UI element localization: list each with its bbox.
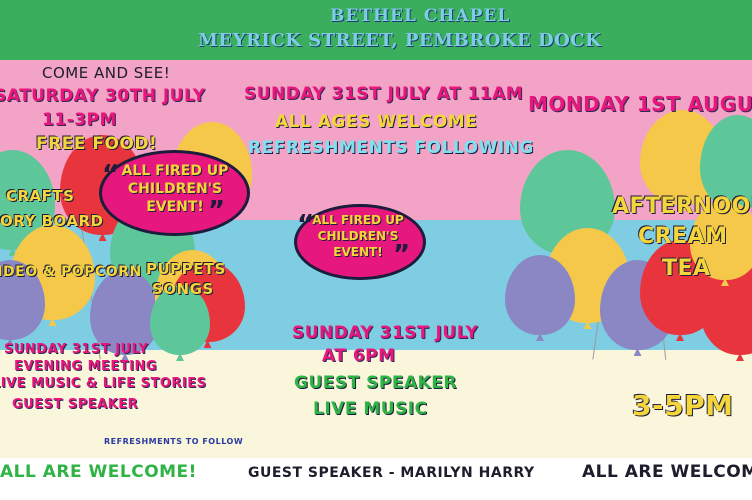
event-oval-line2: CHILDREN'S bbox=[317, 229, 399, 243]
event-oval-line1: ALL FIRED UP bbox=[121, 163, 229, 179]
balloon-icon bbox=[505, 255, 575, 335]
sunday-evening-line1: SUNDAY 31ST JULY bbox=[4, 342, 149, 357]
close-quote-icon: ” bbox=[208, 196, 226, 226]
crafts: CRAFTS bbox=[6, 187, 75, 205]
free-food: FREE FOOD! bbox=[36, 134, 158, 154]
sunday-evening-center-line3: GUEST SPEAKER bbox=[294, 373, 457, 393]
event-oval-line2: CHILDREN'S bbox=[127, 181, 223, 197]
header-title-line1: BETHEL CHAPEL bbox=[330, 6, 511, 26]
video-popcorn: VIDEO & POPCORN bbox=[0, 264, 142, 280]
sunday-all-ages: ALL AGES WELCOME bbox=[275, 112, 478, 132]
saturday-time: 11-3PM bbox=[42, 110, 117, 130]
cream-band bbox=[0, 350, 752, 458]
footer-guest-speaker: GUEST SPEAKER - MARILYN HARRY bbox=[248, 465, 535, 481]
close-quote-icon: ” bbox=[393, 240, 411, 270]
songs: SONGS bbox=[152, 280, 214, 298]
event-oval bbox=[99, 150, 250, 236]
open-quote-icon: “ bbox=[102, 160, 120, 190]
monday-time: 3-5PM bbox=[632, 389, 734, 422]
footer-welcome-left: ALL ARE WELCOME! bbox=[0, 462, 197, 482]
story-board: STORY BOARD bbox=[0, 212, 104, 230]
footer-band bbox=[0, 458, 752, 500]
header-title-line2: MEYRICK STREET, PEMBROKE DOCK bbox=[198, 30, 602, 51]
event-oval bbox=[294, 204, 426, 280]
puppets: PUPPETS bbox=[146, 260, 226, 278]
cream-tea-line1: AFTERNOON bbox=[612, 194, 752, 219]
come-and-see: COME AND SEE! bbox=[42, 64, 171, 82]
sunday-evening-center-line4: LIVE MUSIC bbox=[313, 399, 428, 419]
monday-date: MONDAY 1ST AUGUST bbox=[528, 92, 752, 116]
event-oval-line1: ALL FIRED UP bbox=[312, 213, 404, 227]
footer-welcome-right: ALL ARE WELCOME! bbox=[582, 462, 752, 482]
sunday-evening-center-line2: AT 6PM bbox=[322, 346, 396, 366]
open-quote-icon: “ bbox=[297, 210, 315, 240]
sunday-evening-line4: GUEST SPEAKER bbox=[12, 397, 139, 412]
sunday-morning-date: SUNDAY 31ST JULY AT 11AM bbox=[244, 84, 524, 104]
event-oval-line3: EVENT! bbox=[333, 245, 383, 259]
cream-tea-line2: CREAM bbox=[638, 224, 728, 249]
balloon-icon bbox=[690, 200, 752, 280]
sunday-evening-line2: EVENING MEETING bbox=[14, 359, 158, 374]
saturday-date: SATURDAY 30TH JULY bbox=[0, 86, 206, 106]
sunday-refreshments: REFRESHMENTS FOLLOWING bbox=[248, 138, 534, 158]
header-band bbox=[0, 0, 752, 60]
balloon-icon bbox=[150, 285, 210, 355]
sunday-evening-line3: LIVE MUSIC & LIFE STORIES bbox=[0, 376, 207, 391]
balloon-icon bbox=[90, 270, 160, 355]
sunday-evening-center-line1: SUNDAY 31ST JULY bbox=[292, 323, 479, 343]
cream-tea-line3: TEA bbox=[662, 256, 711, 281]
refreshments-to-follow: REFRESHMENTS TO FOLLOW bbox=[104, 437, 244, 446]
event-oval-line3: EVENT! bbox=[146, 199, 204, 215]
